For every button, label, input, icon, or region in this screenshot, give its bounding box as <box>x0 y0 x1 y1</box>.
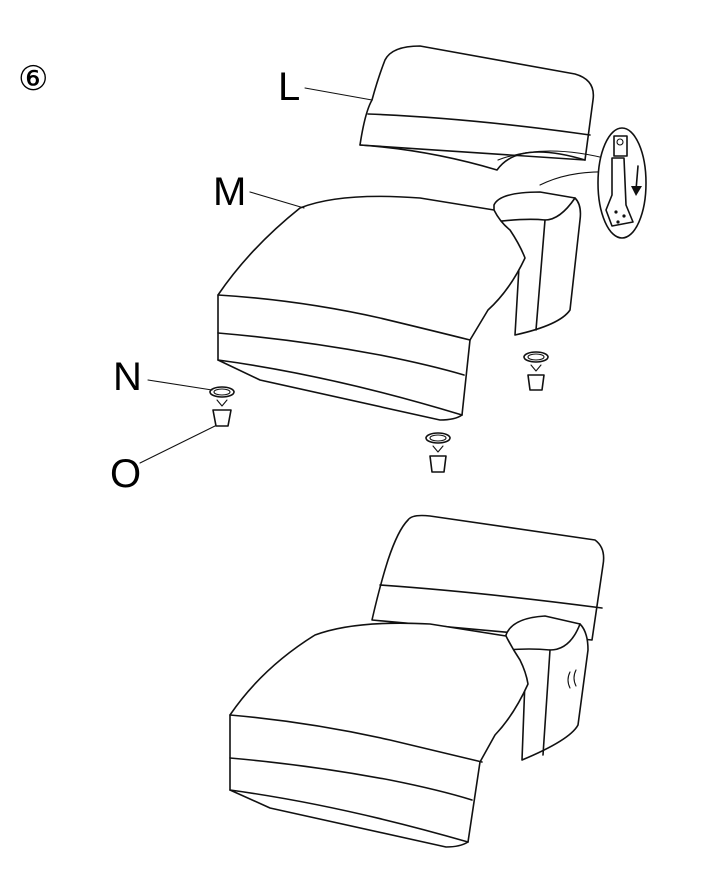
assembled-chaise <box>229 514 605 848</box>
leg-O-middle <box>429 445 447 473</box>
leader-O <box>139 425 216 464</box>
leg-O-right <box>527 364 545 391</box>
seat-M <box>217 191 582 421</box>
guide-line <box>497 150 613 161</box>
leader-N <box>147 379 213 391</box>
label-N: N <box>113 355 142 399</box>
glide-N-right <box>523 351 549 363</box>
label-O: O <box>110 452 141 496</box>
label-L: L <box>278 65 300 109</box>
glide-N-left <box>209 386 235 398</box>
label-M: M <box>213 170 246 214</box>
leader-M <box>249 191 305 209</box>
arrow-down-icon <box>631 165 642 196</box>
backrest-L <box>359 45 595 171</box>
step-number: ⑥ <box>18 59 48 99</box>
glide-N-middle <box>425 432 451 444</box>
leg-O-left <box>212 399 232 427</box>
bracket-detail-icon <box>597 127 647 239</box>
leader-L <box>304 87 373 101</box>
